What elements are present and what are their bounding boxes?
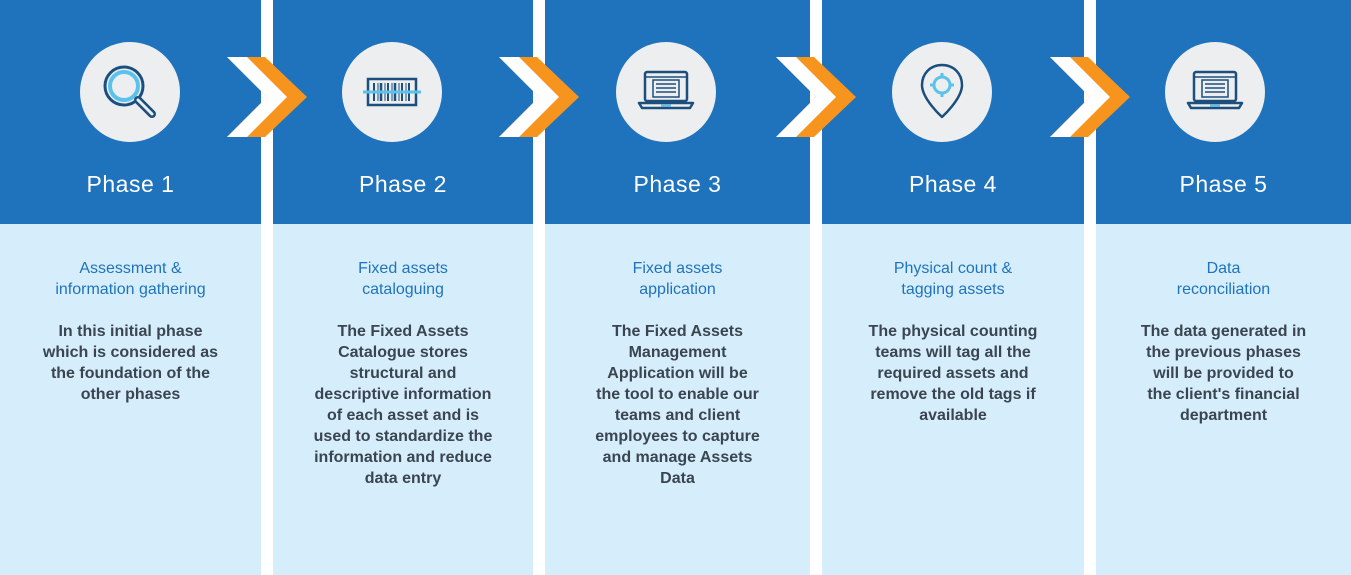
- phase-title: Fixed assets application: [632, 260, 723, 298]
- chevron-right-icon: [776, 57, 856, 137]
- phase-description: The Fixed Assets Management Application …: [595, 323, 760, 487]
- phase-panel: [545, 224, 810, 575]
- phase-description: In this initial phase which is considere…: [42, 323, 219, 403]
- phase-label: Phase 2: [359, 171, 447, 197]
- phase-panel: [0, 224, 261, 575]
- phase-title: Assessment & information gathering: [55, 260, 206, 298]
- icon-circle: [892, 42, 992, 142]
- icon-circle: [342, 42, 442, 142]
- phase-panel: [273, 224, 533, 575]
- magnifier-icon: [95, 57, 165, 127]
- chevron-right-icon: [1050, 57, 1130, 137]
- phase-title: Data reconciliation: [1176, 260, 1271, 298]
- phase-column-4: Phase 4 Physical count & tagging assets …: [822, 0, 1084, 575]
- phase-label: Phase 1: [86, 171, 175, 197]
- chevron-right-icon: [499, 57, 579, 137]
- laptop-icon: [631, 57, 701, 127]
- phase-panel: [1096, 224, 1351, 575]
- phase-description: The Fixed Assets Catalogue stores struct…: [313, 323, 493, 487]
- phase-label: Phase 4: [909, 171, 997, 197]
- phase-column-1: Phase 1 Assessment & information gatheri…: [0, 0, 261, 575]
- phase-column-2: Phase 2 Fixed assets cataloguing The Fix…: [273, 0, 533, 575]
- phase-description: The data generated in the previous phase…: [1140, 323, 1307, 424]
- phase-column-5: Phase 5 Data reconciliation The data gen…: [1096, 0, 1351, 575]
- phase-column-3: Phase 3 Fixed assets application The Fix…: [545, 0, 810, 575]
- phase-description: The physical counting teams will tag all…: [868, 323, 1038, 424]
- phase-panel: [822, 224, 1084, 575]
- chevron-right-icon: [227, 57, 307, 137]
- phase-label: Phase 5: [1179, 171, 1268, 197]
- phase-title: Physical count & tagging assets: [893, 260, 1013, 298]
- phase-title: Fixed assets cataloguing: [358, 260, 448, 298]
- icon-circle: [616, 42, 716, 142]
- phase-label: Phase 3: [633, 171, 722, 197]
- location-pin-icon: [907, 57, 977, 127]
- icon-circle: [1165, 42, 1265, 142]
- icon-circle: [80, 42, 180, 142]
- laptop-icon: [1180, 57, 1250, 127]
- barcode-icon: [357, 57, 427, 127]
